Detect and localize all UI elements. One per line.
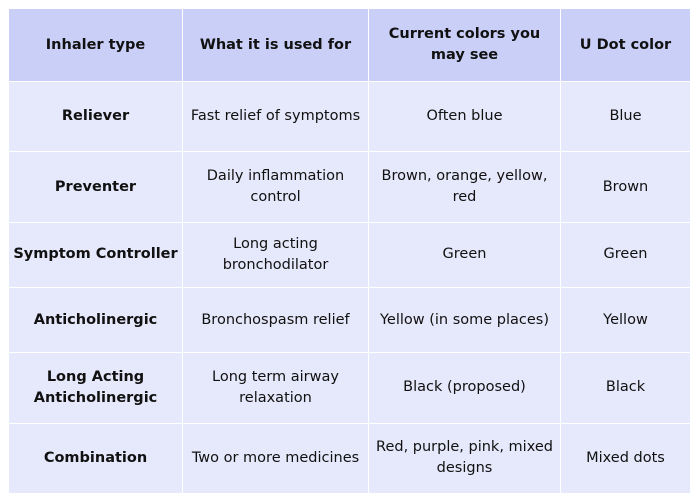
cell-inhaler-type: Anticholinergic <box>8 286 183 354</box>
inhaler-color-table-container: Inhaler type What it is used for Current… <box>8 8 691 495</box>
table-row: Combination Two or more medicines Red, p… <box>8 422 691 495</box>
cell-used-for: Long acting bronchodilator <box>182 221 369 288</box>
cell-u-dot-color: Yellow <box>560 286 691 354</box>
cell-u-dot-color: Blue <box>560 80 691 153</box>
cell-used-for: Long term airway relaxation <box>182 352 369 424</box>
cell-inhaler-type: Reliever <box>8 80 183 153</box>
header-used-for: What it is used for <box>182 8 369 82</box>
header-inhaler-type: Inhaler type <box>8 8 183 82</box>
cell-inhaler-type: Preventer <box>8 151 183 223</box>
cell-u-dot-color: Green <box>560 221 691 288</box>
cell-used-for: Bronchospasm relief <box>182 286 369 354</box>
cell-u-dot-color: Mixed dots <box>560 422 691 495</box>
table-row: Symptom Controller Long acting bronchodi… <box>8 221 691 288</box>
inhaler-color-table: Inhaler type What it is used for Current… <box>8 8 691 495</box>
cell-u-dot-color: Black <box>560 352 691 424</box>
cell-u-dot-color: Brown <box>560 151 691 223</box>
cell-current-colors: Red, purple, pink, mixed designs <box>368 422 561 495</box>
cell-used-for: Fast relief of symptoms <box>182 80 369 153</box>
table-row: Preventer Daily inflammation control Bro… <box>8 151 691 223</box>
cell-used-for: Two or more medicines <box>182 422 369 495</box>
table-row: Reliever Fast relief of symptoms Often b… <box>8 80 691 153</box>
cell-current-colors: Green <box>368 221 561 288</box>
header-u-dot-color: U Dot color <box>560 8 691 82</box>
cell-current-colors: Yellow (in some places) <box>368 286 561 354</box>
table-header-row: Inhaler type What it is used for Current… <box>8 8 691 82</box>
cell-inhaler-type: Symptom Controller <box>8 221 183 288</box>
cell-current-colors: Often blue <box>368 80 561 153</box>
cell-used-for: Daily inflammation control <box>182 151 369 223</box>
header-current-colors: Current colors you may see <box>368 8 561 82</box>
cell-inhaler-type: Combination <box>8 422 183 495</box>
cell-inhaler-type: Long Acting Anticholinergic <box>8 352 183 424</box>
cell-current-colors: Black (proposed) <box>368 352 561 424</box>
table-row: Anticholinergic Bronchospasm relief Yell… <box>8 286 691 354</box>
table-row: Long Acting Anticholinergic Long term ai… <box>8 352 691 424</box>
cell-current-colors: Brown, orange, yellow, red <box>368 151 561 223</box>
